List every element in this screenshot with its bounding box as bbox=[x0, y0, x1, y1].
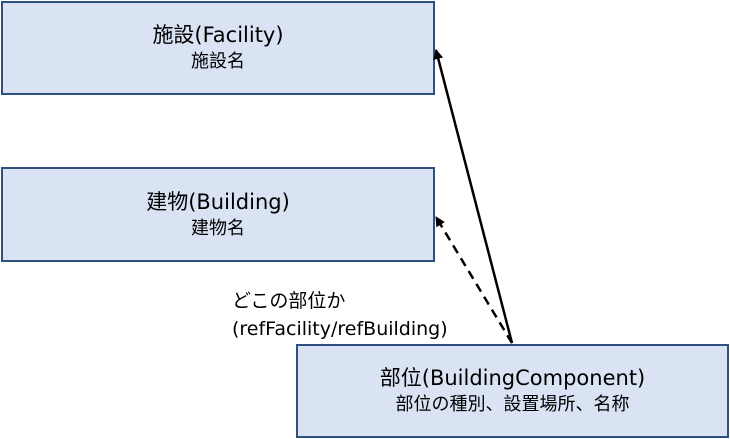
component-title: 部位(BuildingComponent) bbox=[379, 366, 646, 390]
building-title: 建物(Building) bbox=[146, 189, 290, 214]
arrow-component-to-building bbox=[434, 216, 514, 344]
component-node: 部位(BuildingComponent) 部位の種別、設置場所、名称 bbox=[296, 344, 729, 438]
building-subtitle: 建物名 bbox=[191, 217, 245, 239]
arrow-component-to-facility bbox=[433, 49, 514, 344]
facility-title: 施設(Facility) bbox=[152, 23, 284, 47]
facility-node: 施設(Facility) 施設名 bbox=[1, 1, 435, 95]
relationship-label: どこの部位か (refFacility/refBuilding) bbox=[232, 287, 448, 343]
component-subtitle: 部位の種別、設置場所、名称 bbox=[395, 394, 630, 415]
relationship-label-line1: どこの部位か bbox=[232, 290, 346, 312]
building-node: 建物(Building) 建物名 bbox=[1, 167, 435, 262]
facility-subtitle: 施設名 bbox=[191, 51, 245, 72]
relationship-label-line2: (refFacility/refBuilding) bbox=[232, 318, 448, 340]
